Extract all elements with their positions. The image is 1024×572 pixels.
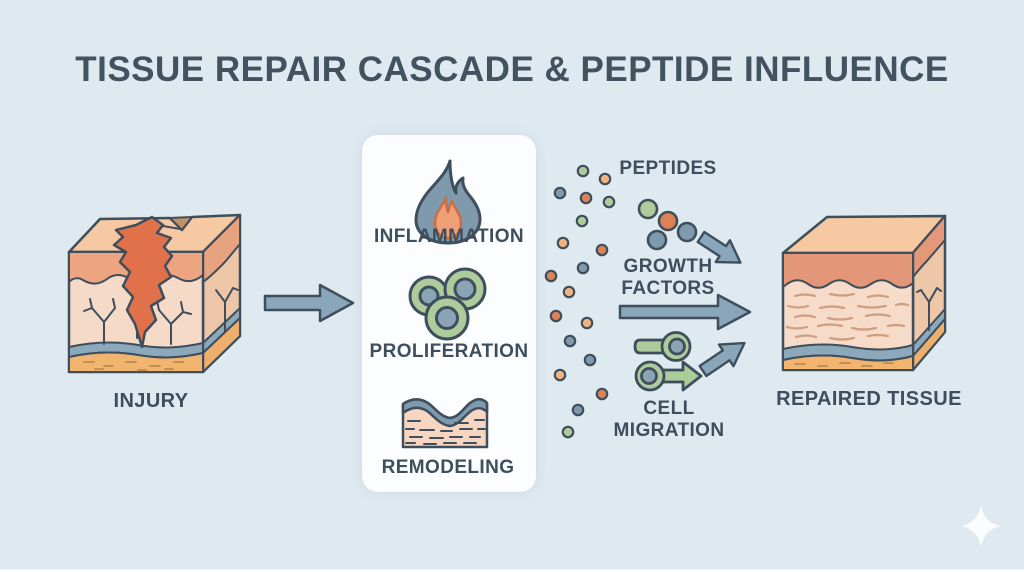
peptide-dot — [595, 243, 609, 257]
peptide-dot — [579, 191, 593, 205]
peptide-dot — [595, 387, 609, 401]
remodeling-label: REMODELING — [381, 457, 515, 478]
peptide-dot — [580, 316, 594, 330]
peptide-dots — [544, 164, 698, 439]
peptide-dot — [576, 164, 590, 178]
peptides-label: PEPTIDES — [619, 158, 717, 179]
inflammation-label: INFLAMMATION — [373, 226, 525, 247]
peptide-dot — [544, 269, 558, 283]
peptide-dot — [598, 172, 612, 186]
migrating-cells-icon — [633, 331, 703, 392]
peptide-dot — [576, 261, 590, 275]
peptide-dot — [549, 309, 563, 323]
peptide-dot — [563, 334, 577, 348]
sparkle-icon — [962, 505, 1000, 547]
peptide-dot — [657, 210, 679, 232]
injured-tissue-block — [67, 213, 242, 374]
wound-shape — [112, 215, 174, 349]
cascade-panel — [362, 135, 536, 492]
peptide-dot — [561, 425, 575, 439]
cell-migration-label: CELL MIGRATION — [613, 398, 725, 441]
peptide-dot — [575, 214, 589, 228]
peptide-dot — [583, 353, 597, 367]
peptide-dot — [562, 285, 576, 299]
repaired-tissue-label: REPAIRED TISSUE — [776, 388, 962, 410]
injury-label: INJURY — [113, 390, 189, 412]
peptide-dot — [571, 403, 585, 417]
peptide-dot — [553, 368, 567, 382]
peptide-dot — [602, 195, 616, 209]
peptide-dot — [676, 221, 698, 243]
arrow-growth-icon — [618, 293, 752, 331]
proliferation-label: PROLIFERATION — [369, 341, 529, 362]
arrow-up-right-icon — [698, 341, 746, 378]
growth-factors-label: GROWTH FACTORS — [621, 256, 715, 299]
peptide-dot — [553, 186, 567, 200]
repaired-tissue-block — [781, 214, 947, 372]
peptide-dot — [556, 236, 570, 250]
peptide-dot — [637, 198, 659, 220]
peptide-dot — [646, 229, 668, 251]
page-title: TISSUE REPAIR CASCADE & PEPTIDE INFLUENC… — [75, 50, 949, 89]
arrow-right-icon — [263, 283, 355, 323]
